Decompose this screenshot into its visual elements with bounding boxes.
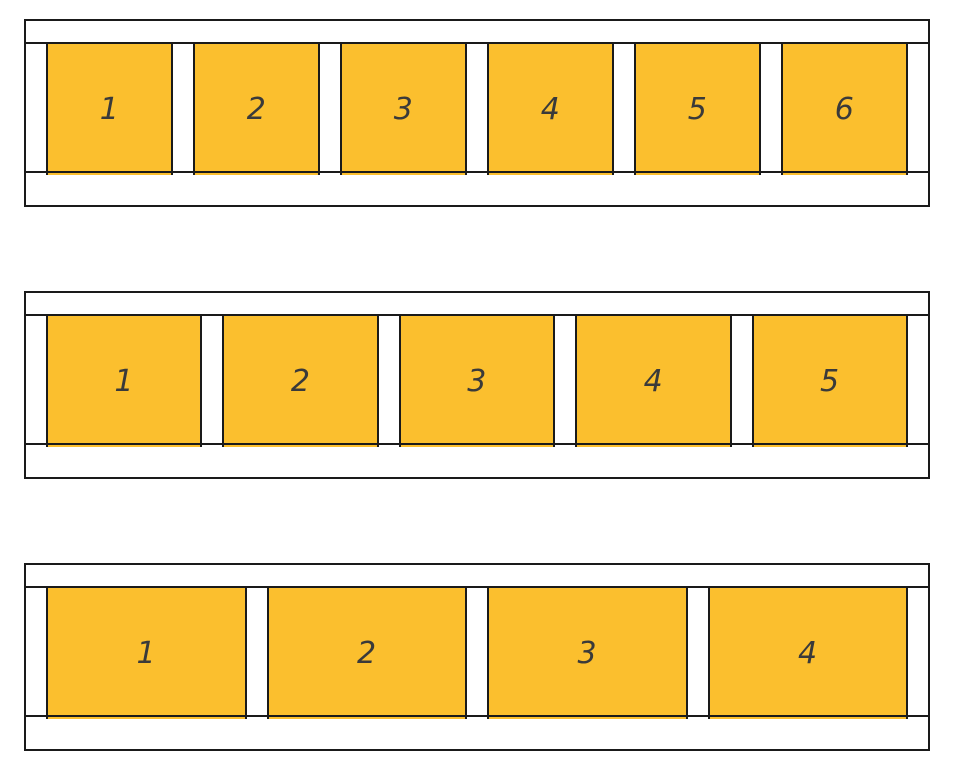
post	[685, 588, 710, 719]
bottom-rail	[26, 715, 928, 749]
post	[906, 44, 928, 175]
post	[465, 588, 489, 719]
panel-6: 6	[783, 44, 906, 175]
post	[729, 316, 754, 447]
panel-5: 5	[753, 316, 907, 447]
panel-3: 3	[489, 588, 686, 719]
panel-1: 1	[48, 44, 171, 175]
post	[200, 316, 225, 447]
post	[26, 316, 48, 447]
post	[612, 44, 636, 175]
post	[376, 316, 401, 447]
panel-4: 4	[577, 316, 730, 447]
top-rail	[26, 293, 928, 316]
panel-4: 4	[489, 44, 612, 175]
post	[26, 44, 48, 175]
post	[465, 44, 489, 175]
post	[906, 316, 929, 447]
post	[318, 44, 342, 175]
post	[553, 316, 578, 447]
panel-1: 1	[48, 316, 201, 447]
post	[171, 44, 195, 175]
panel-4: 4	[709, 588, 906, 719]
bottom-rail	[26, 443, 928, 477]
panel-2: 2	[195, 44, 318, 175]
bottom-rail	[26, 171, 928, 205]
panel-2: 2	[224, 316, 377, 447]
post	[26, 588, 48, 719]
panel-5: 5	[636, 44, 759, 175]
post	[244, 588, 269, 719]
panel-1: 1	[48, 588, 245, 719]
top-rail	[26, 21, 928, 44]
post	[906, 588, 928, 719]
panel-3: 3	[400, 316, 554, 447]
panel-2: 2	[268, 588, 465, 719]
panel-3: 3	[342, 44, 465, 175]
post	[759, 44, 783, 175]
top-rail	[26, 565, 928, 588]
